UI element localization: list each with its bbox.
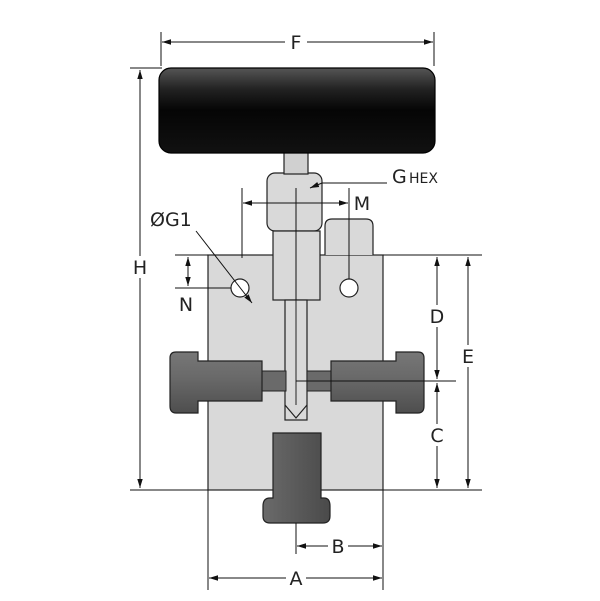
label-G-hex-sub: HEX: [409, 171, 438, 187]
label-G1: ØG1: [150, 209, 192, 231]
label-M: M: [354, 193, 370, 215]
dim-G1-leader: [195, 230, 253, 304]
label-E: E: [462, 346, 474, 368]
label-A: A: [290, 568, 303, 590]
mounting-hole-right: [339, 278, 359, 298]
label-F: F: [291, 32, 302, 54]
label-B: B: [331, 536, 344, 558]
dim-G-hex-leader: [309, 182, 387, 189]
left-port-channel: [261, 370, 287, 392]
right-fitting: [330, 351, 425, 414]
handle-stem: [283, 149, 309, 175]
handle: [158, 67, 436, 154]
bonnet-hex: [266, 172, 323, 232]
label-D: D: [430, 306, 445, 328]
label-N: N: [179, 294, 193, 316]
label-H: H: [133, 257, 147, 279]
label-G-hex-main: G: [392, 166, 407, 188]
left-fitting: [169, 351, 263, 414]
label-C: C: [430, 425, 443, 447]
bottom-fitting: [262, 432, 331, 524]
needle-tip: [284, 404, 308, 419]
